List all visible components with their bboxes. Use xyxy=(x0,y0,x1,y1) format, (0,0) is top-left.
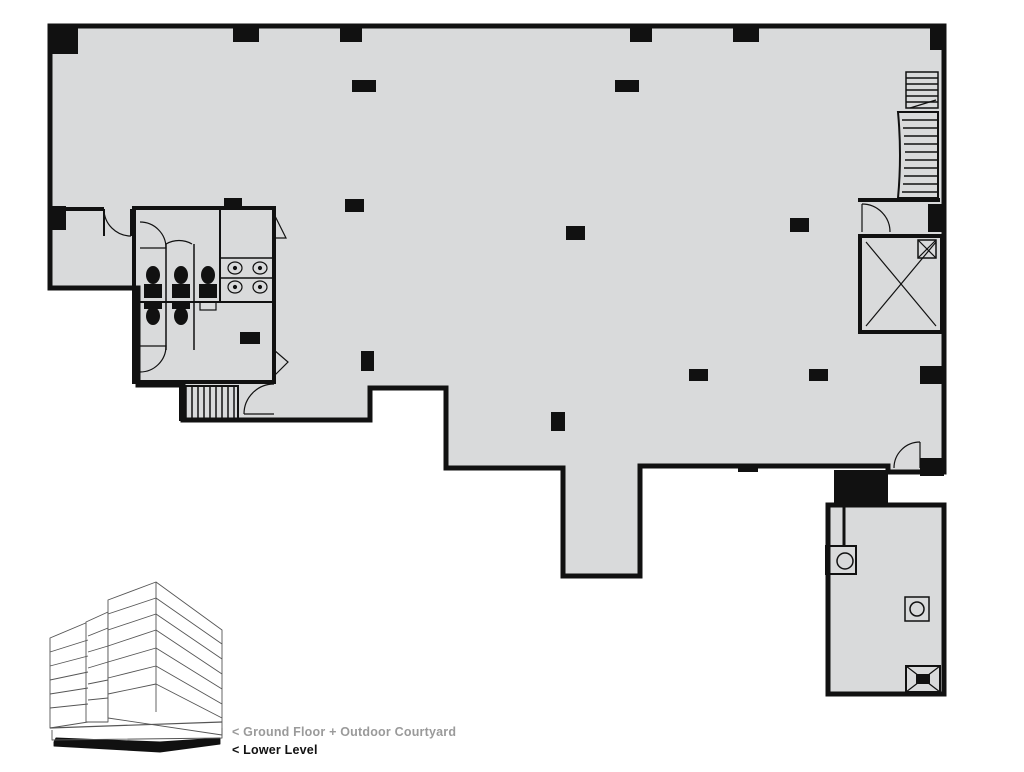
level-lower-link[interactable]: < Lower Level xyxy=(232,743,318,757)
column xyxy=(920,366,944,384)
door-swing-icon xyxy=(243,383,275,415)
building-isometric-icon xyxy=(49,581,223,753)
door-swing-icon xyxy=(139,345,167,373)
toilet-icon xyxy=(172,302,190,325)
restroom-enclosure xyxy=(132,206,276,384)
column xyxy=(809,369,828,381)
column xyxy=(345,199,364,212)
left-room xyxy=(50,207,132,237)
column xyxy=(738,464,758,472)
column xyxy=(920,458,944,476)
building-floor-lines xyxy=(49,582,223,719)
door-swing-icon xyxy=(139,221,167,249)
column xyxy=(551,412,565,431)
toilet-icon xyxy=(172,266,190,298)
door-swing-icon xyxy=(273,349,289,377)
column xyxy=(834,470,888,505)
service-wing xyxy=(825,441,941,693)
column xyxy=(224,198,242,209)
door-swing-icon xyxy=(273,213,287,239)
column xyxy=(689,369,708,381)
door-swing-icon xyxy=(861,203,891,233)
floor-drain-icon xyxy=(825,545,857,575)
floor-area xyxy=(47,23,947,697)
toilet-icon xyxy=(144,266,162,298)
column xyxy=(566,226,585,240)
sink-icon xyxy=(227,261,243,275)
column xyxy=(233,28,259,42)
sink-icon xyxy=(252,261,268,275)
floor-drain-icon xyxy=(199,301,217,311)
door-swing-icon xyxy=(165,239,193,245)
elevator-shaft-icon xyxy=(858,234,944,334)
toilet-icon xyxy=(199,266,217,298)
column xyxy=(790,218,809,232)
sink-icon xyxy=(252,280,268,294)
column xyxy=(352,80,376,92)
toilet-icon xyxy=(144,302,162,325)
wall-columns xyxy=(48,24,946,505)
door-swing-icon xyxy=(893,441,921,469)
floor-drain-icon xyxy=(905,665,941,693)
column xyxy=(361,351,374,371)
stairs-icon xyxy=(858,71,942,233)
column xyxy=(928,204,942,232)
column xyxy=(630,28,652,42)
column xyxy=(733,28,759,42)
door-swing-icon xyxy=(103,208,132,237)
level-ground-floor-link[interactable]: < Ground Floor + Outdoor Courtyard xyxy=(232,725,457,739)
column xyxy=(930,24,946,50)
column xyxy=(48,24,78,54)
sink-group xyxy=(227,261,268,294)
sink-icon xyxy=(227,280,243,294)
floor-drain-icon xyxy=(904,596,930,622)
lower-level-highlight xyxy=(53,737,221,753)
column xyxy=(340,28,362,42)
stairs-icon xyxy=(179,383,275,421)
interior-columns xyxy=(224,80,828,431)
column xyxy=(48,206,66,230)
column xyxy=(240,332,260,344)
column xyxy=(615,80,639,92)
toilet-group xyxy=(144,266,217,325)
